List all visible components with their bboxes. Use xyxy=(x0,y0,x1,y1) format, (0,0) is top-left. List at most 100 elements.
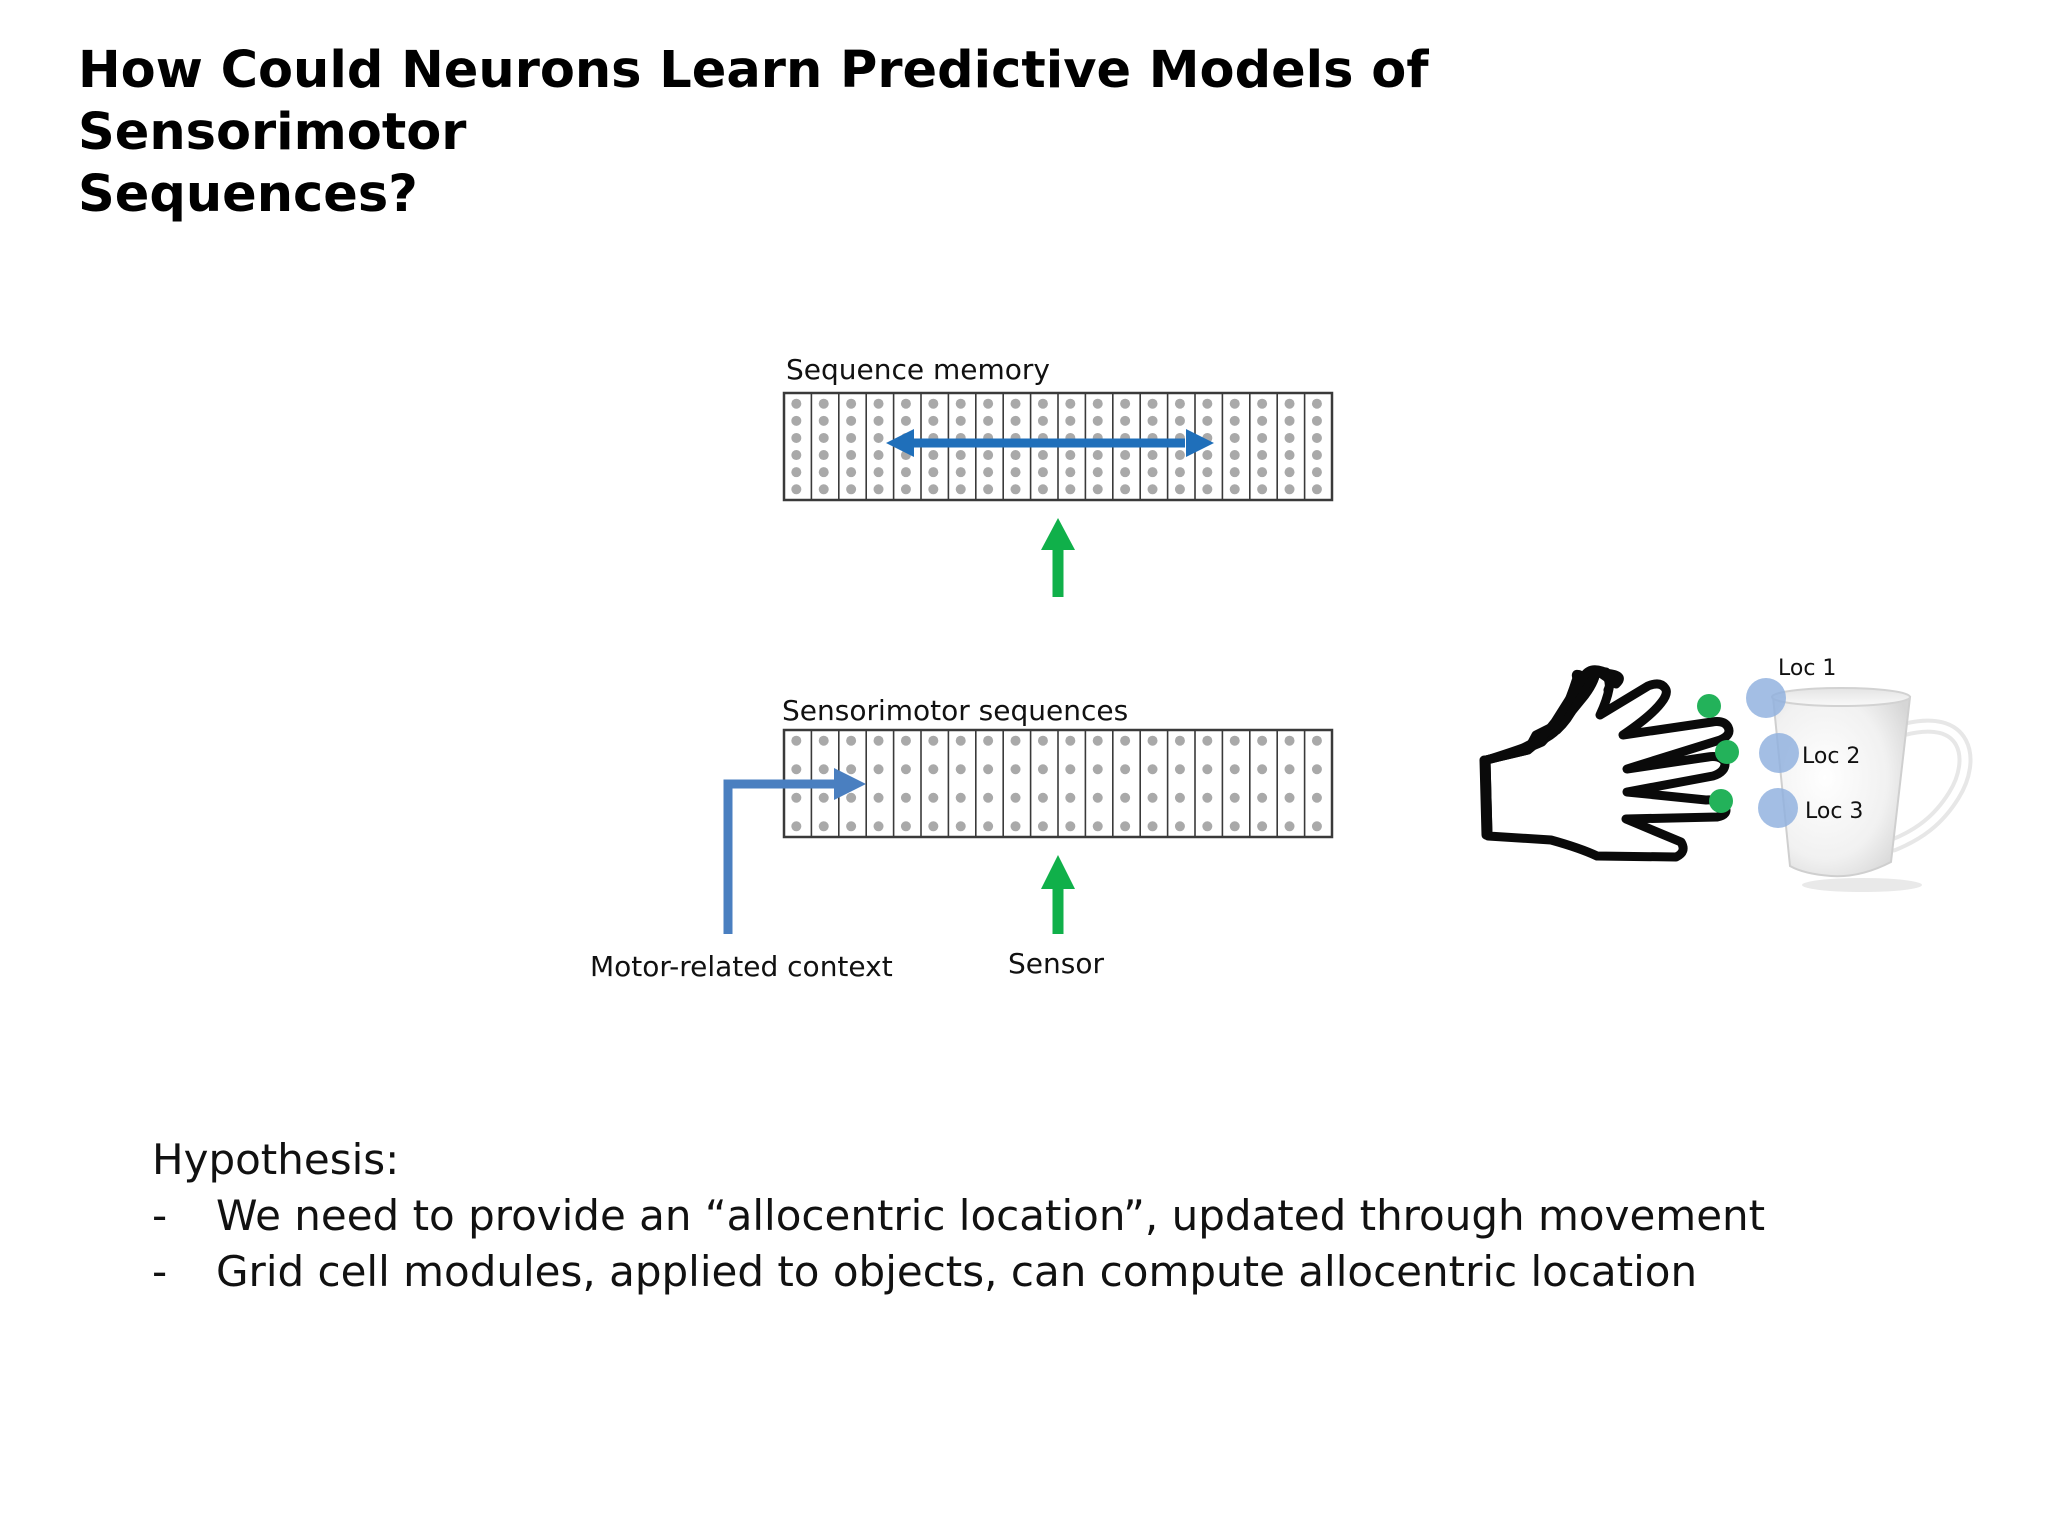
cell-dot xyxy=(873,467,884,478)
cell-dot xyxy=(1010,398,1021,409)
cell-dot xyxy=(1037,821,1048,832)
cell-dot xyxy=(1202,821,1213,832)
bullet-dash: - xyxy=(152,1191,168,1240)
cell-dot xyxy=(1065,398,1076,409)
cell-dot xyxy=(1284,398,1295,409)
cell-dot xyxy=(900,467,911,478)
cell-dot xyxy=(928,484,939,495)
cell-dot xyxy=(1092,821,1103,832)
cell-dot xyxy=(846,764,857,775)
cell-dot xyxy=(873,821,884,832)
cell-dot xyxy=(1147,764,1158,775)
cell-dot xyxy=(1120,450,1131,461)
fingertip-dot xyxy=(1697,694,1721,718)
cell-dot xyxy=(1174,792,1185,803)
cell-dot xyxy=(1311,821,1322,832)
hypothesis-item: - We need to provide an “allocentric loc… xyxy=(152,1188,1952,1244)
cell-dot xyxy=(900,821,911,832)
cell-dot xyxy=(1065,764,1076,775)
cell-dot xyxy=(1120,467,1131,478)
cell-dot xyxy=(818,764,829,775)
cell-dot xyxy=(1257,432,1268,443)
cell-dot xyxy=(1065,450,1076,461)
cell-dot xyxy=(1229,467,1240,478)
cell-dot xyxy=(1311,484,1322,495)
cell-dot xyxy=(1092,735,1103,746)
cell-dot xyxy=(928,398,939,409)
cell-dot xyxy=(1202,764,1213,775)
cell-dot xyxy=(1229,432,1240,443)
cell-dot xyxy=(1202,484,1213,495)
cell-dot xyxy=(1147,484,1158,495)
hypothesis-item-text: Grid cell modules, applied to objects, c… xyxy=(216,1247,1698,1296)
mug-icon xyxy=(1771,687,1973,892)
cell-dot xyxy=(1065,735,1076,746)
cell-dot xyxy=(1120,415,1131,426)
cell-dot xyxy=(1065,415,1076,426)
feedforward-arrow xyxy=(1041,518,1075,597)
cell-dot xyxy=(1037,735,1048,746)
motor-context-label: Motor-related context xyxy=(590,950,893,983)
cell-dot xyxy=(1311,415,1322,426)
cell-dot xyxy=(1202,467,1213,478)
cell-dot xyxy=(791,792,802,803)
cell-dot xyxy=(846,415,857,426)
cell-dot xyxy=(955,792,966,803)
cell-dot xyxy=(955,467,966,478)
cell-dot xyxy=(873,735,884,746)
cell-dot xyxy=(791,821,802,832)
cell-dot xyxy=(818,432,829,443)
cell-dot xyxy=(791,484,802,495)
cell-dot xyxy=(818,450,829,461)
cell-dot xyxy=(955,764,966,775)
cell-dot xyxy=(1120,764,1131,775)
cell-dot xyxy=(818,821,829,832)
cell-dot xyxy=(1257,735,1268,746)
cell-dot xyxy=(955,484,966,495)
cell-dot xyxy=(1174,484,1185,495)
cell-dot xyxy=(791,398,802,409)
cell-dot xyxy=(1010,484,1021,495)
cell-dot xyxy=(873,764,884,775)
cell-dot xyxy=(928,415,939,426)
page-title-line-2: Sequences? xyxy=(78,165,418,224)
cell-dot xyxy=(1120,821,1131,832)
cell-dot xyxy=(1202,415,1213,426)
location-label-1: Loc 1 xyxy=(1778,656,1836,681)
cell-dot xyxy=(1202,735,1213,746)
cell-dot xyxy=(1147,415,1158,426)
cell-dot xyxy=(1174,450,1185,461)
cell-dot xyxy=(1092,415,1103,426)
hypothesis-heading: Hypothesis: xyxy=(152,1135,400,1184)
cell-dot xyxy=(1037,450,1048,461)
cell-dot xyxy=(1202,398,1213,409)
cell-dot xyxy=(818,398,829,409)
cell-dot xyxy=(1284,432,1295,443)
cell-dot xyxy=(791,432,802,443)
cell-dot xyxy=(1037,484,1048,495)
cell-dot xyxy=(1120,398,1131,409)
lateral-bidirectional-arrow xyxy=(886,429,1214,457)
cell-dot xyxy=(1147,467,1158,478)
cell-dot xyxy=(1120,792,1131,803)
hand-outline-icon xyxy=(1479,665,1734,862)
cell-dot xyxy=(983,764,994,775)
cell-dot xyxy=(1092,484,1103,495)
cell-dot xyxy=(1065,821,1076,832)
cell-dot xyxy=(1284,821,1295,832)
cell-dot xyxy=(1092,398,1103,409)
cell-dot xyxy=(1147,735,1158,746)
cell-dot xyxy=(1120,735,1131,746)
cell-dot xyxy=(1229,735,1240,746)
location-dot-3 xyxy=(1758,788,1798,828)
cell-dot xyxy=(1065,467,1076,478)
cell-dot xyxy=(846,467,857,478)
cell-dot xyxy=(1229,450,1240,461)
cell-dot xyxy=(1010,821,1021,832)
cell-dot xyxy=(818,484,829,495)
cell-dot xyxy=(1311,735,1322,746)
cell-dot xyxy=(1311,467,1322,478)
cell-dot xyxy=(1284,484,1295,495)
cell-dot xyxy=(900,792,911,803)
